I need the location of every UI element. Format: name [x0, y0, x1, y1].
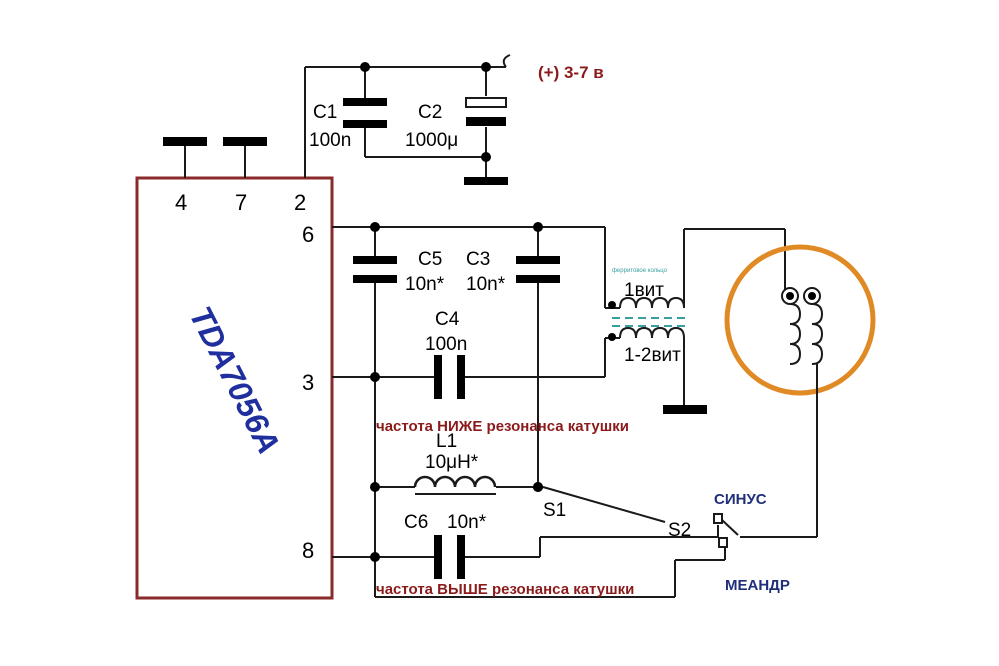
c5-value: 10n*	[405, 274, 445, 295]
transformer-polarity-dot	[608, 333, 616, 341]
l1-value: 10μH*	[425, 452, 479, 473]
c1-value: 100n	[309, 130, 351, 151]
chip-name: TDA7056A	[182, 301, 287, 460]
resonant-coil	[740, 287, 824, 538]
c6-name: C6	[404, 512, 428, 533]
output-wiring	[332, 226, 726, 598]
pin-label-4: 4	[175, 190, 187, 215]
switch-s1	[533, 482, 666, 523]
switch-s1-label: S1	[543, 500, 566, 521]
supply-label: (+) 3-7 в	[538, 63, 604, 82]
pin-label-7: 7	[235, 190, 247, 215]
power-wiring	[304, 54, 511, 180]
c3-value: 10n*	[466, 274, 506, 295]
inductor-l1	[413, 475, 497, 495]
junction-dot	[360, 62, 370, 72]
c2-value: 1000μ	[405, 130, 458, 151]
c6-value: 10n*	[447, 512, 487, 533]
switch-s2	[713, 513, 739, 548]
capacitor-c4	[434, 355, 465, 399]
note-below-resonance: частота НИЖЕ резонанса катушки	[376, 418, 629, 435]
capacitor-c1	[343, 98, 387, 128]
pin-label-8: 8	[302, 538, 314, 563]
chip-body	[135, 176, 334, 600]
sine-label: СИНУС	[714, 491, 767, 508]
c5-name: C5	[418, 249, 442, 270]
junction-dot	[481, 152, 491, 162]
c3-name: C3	[466, 249, 490, 270]
junction-dot	[370, 372, 380, 382]
capacitor-c2	[465, 97, 507, 126]
l1-name: L1	[436, 431, 457, 452]
pin-7-terminal	[223, 137, 267, 178]
ground-symbol	[464, 177, 508, 185]
transformer-primary-label: 1вит	[624, 280, 664, 301]
junction-dot	[533, 222, 543, 232]
transformer-core-label: ферритовое кольцо	[612, 268, 668, 274]
ground-symbol	[663, 405, 707, 414]
note-above-resonance: частота ВЫШЕ резонанса катушки	[376, 581, 634, 598]
c4-name: C4	[435, 309, 460, 330]
square-label: МЕАНДР	[725, 577, 790, 594]
transformer-secondary-label: 1-2вит	[624, 345, 681, 366]
pin-label-2: 2	[294, 190, 306, 215]
capacitor-c5	[353, 256, 397, 283]
capacitor-c3	[516, 256, 560, 283]
pin-label-3: 3	[302, 370, 314, 395]
pin-4-terminal	[163, 137, 207, 178]
pin-label-6: 6	[302, 222, 314, 247]
transformer-polarity-dot	[608, 301, 616, 309]
switch-s2-label: S2	[668, 520, 691, 541]
c1-name: C1	[313, 102, 337, 123]
capacitor-c6	[434, 535, 465, 579]
junction-dot	[370, 552, 380, 562]
junction-dot	[481, 62, 491, 72]
c2-name: C2	[418, 102, 442, 123]
junction-dot	[370, 222, 380, 232]
c4-value: 100n	[425, 334, 467, 355]
transformer-t1	[612, 228, 786, 407]
coil-ring	[724, 244, 876, 396]
junction-dot	[370, 482, 380, 492]
